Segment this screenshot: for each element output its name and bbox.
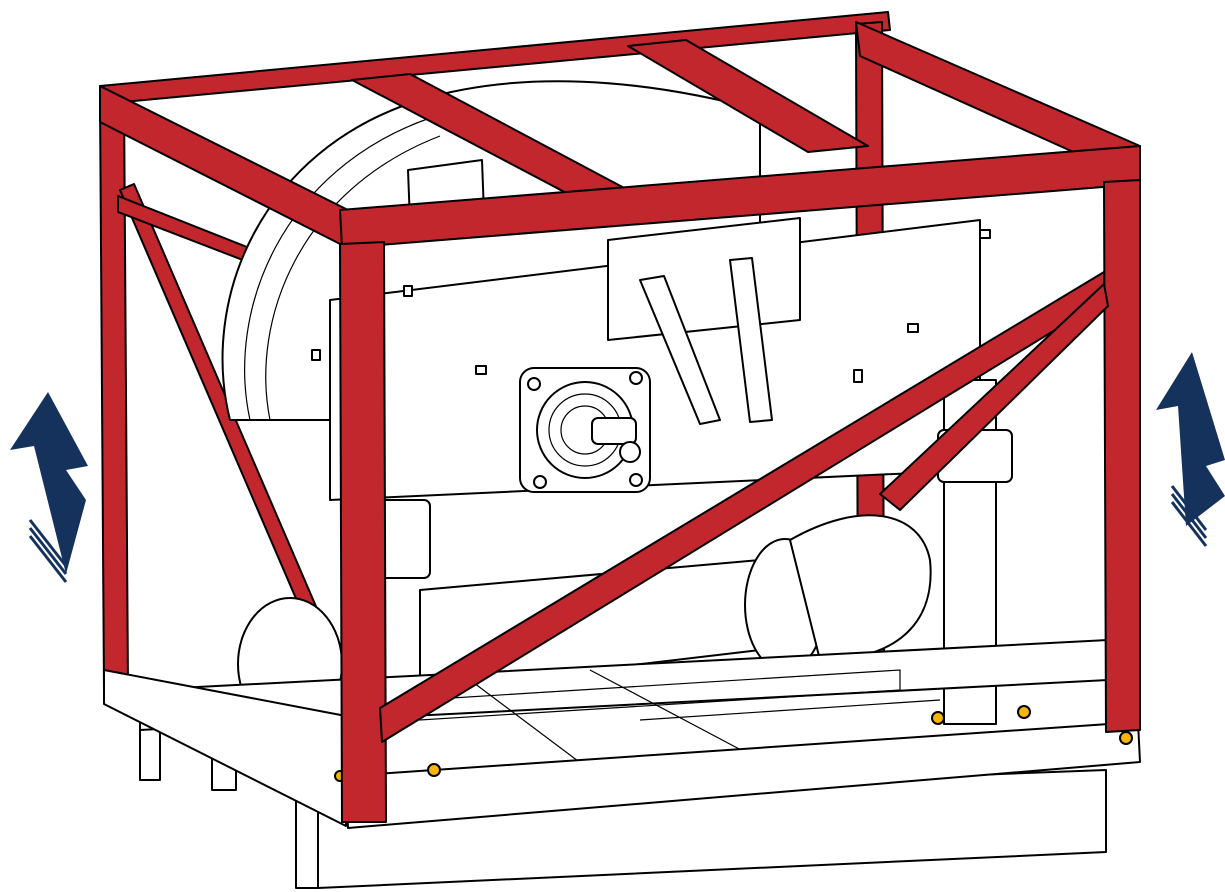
crate-back-frame bbox=[99, 11, 891, 697]
lift-up-arrow-icon bbox=[10, 392, 88, 583]
crate-front-frame bbox=[99, 21, 1141, 823]
lift-up-arrow-icon bbox=[1156, 352, 1225, 547]
